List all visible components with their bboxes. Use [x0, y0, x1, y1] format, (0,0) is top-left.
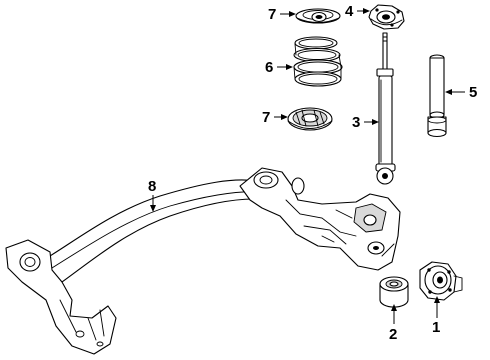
callout-4: 4: [345, 3, 370, 20]
svg-text:3: 3: [352, 114, 360, 131]
shock-absorber-part: [375, 32, 396, 185]
callout-6: 6: [265, 59, 293, 76]
svg-text:6: 6: [265, 59, 273, 76]
upper-insulator-part: [295, 8, 341, 24]
svg-text:1: 1: [432, 319, 440, 336]
callout-2: 2: [389, 304, 397, 343]
svg-text:2: 2: [389, 326, 397, 343]
callout-1: 1: [432, 296, 440, 336]
lower-insulator-part: [287, 107, 333, 131]
callout-3: 3: [352, 114, 379, 131]
coil-spring-part: [293, 36, 343, 87]
svg-text:7: 7: [268, 6, 276, 23]
svg-text:4: 4: [345, 3, 354, 20]
callout-7-upper: 7: [268, 6, 296, 23]
upper-mount-part: [368, 4, 405, 30]
dust-boot-part: [427, 54, 447, 138]
axle-beam-part: [5, 167, 401, 355]
svg-text:5: 5: [469, 84, 477, 101]
callout-5: 5: [445, 84, 477, 101]
bearing-part: [379, 276, 409, 308]
svg-text:8: 8: [148, 178, 156, 195]
hub-bearing-part: [419, 261, 463, 301]
callout-7-lower: 7: [262, 109, 288, 126]
callout-8: 8: [148, 178, 156, 212]
svg-text:7: 7: [262, 109, 270, 126]
